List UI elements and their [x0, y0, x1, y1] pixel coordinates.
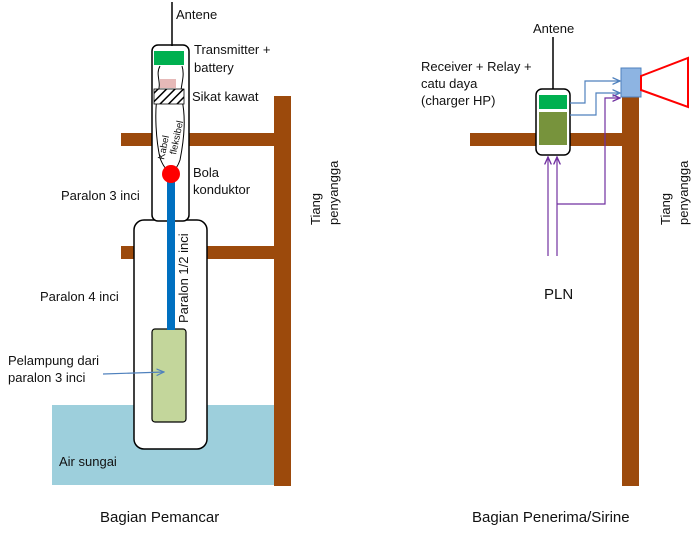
transmitter-battery [160, 79, 176, 88]
left-antenna-label: Antene [176, 7, 217, 22]
receiver-caption: Bagian Penerima/Sirine [472, 509, 630, 526]
cable-label-line1: Kabel [156, 135, 172, 161]
transmitter-label-line2: battery [194, 60, 234, 75]
right-pole-label-line2: penyangga [676, 160, 691, 225]
receiver-label-line2: catu daya [421, 76, 478, 91]
siren-horn-icon [640, 56, 689, 109]
relay-power-module [539, 112, 567, 145]
transmitter-label-line1: Transmitter + [194, 42, 270, 57]
siren-wire-2 [570, 93, 620, 116]
power-wire-siren [557, 98, 620, 205]
right-antenna-label: Antene [533, 21, 574, 36]
right-pole-label-line1: Tiang [658, 193, 673, 225]
float-3-inch [151, 328, 187, 423]
right-support-pole [622, 96, 639, 486]
water-label: Air sungai [59, 454, 117, 469]
rod-label: Paralon 1/2 inci [176, 233, 191, 323]
receiver-label-line1: Receiver + Relay + [421, 59, 532, 74]
left-support-pole [274, 96, 291, 486]
wire-brush [153, 88, 185, 105]
transmitter-caption: Bagian Pemancar [100, 509, 219, 526]
transmitter-section: Antene Transmitter + battery Sikat kawat… [8, 2, 341, 526]
receiver-section: Antene Receiver + Relay + catu daya (cha… [421, 21, 691, 526]
conductor-ball [162, 165, 180, 183]
float-label-line1: Pelampung dari [8, 353, 99, 368]
ball-label-line2: konduktor [193, 182, 251, 197]
power-label: PLN [544, 286, 573, 303]
pipe-3-inch-label: Paralon 3 inci [61, 188, 140, 203]
receiver-module [539, 95, 567, 109]
siren-wire-1 [570, 81, 620, 104]
float-pointer-arrow [102, 372, 164, 374]
rod-half-inch [167, 176, 175, 330]
left-crossbeam-upper [121, 133, 274, 146]
pipe-4-inch-label: Paralon 4 inci [40, 289, 119, 304]
siren-base [620, 67, 642, 98]
left-pole-label-line1: Tiang [308, 193, 323, 225]
transmitter-module [154, 51, 184, 65]
left-pole-label-line2: penyangga [326, 160, 341, 225]
receiver-label-line3: (charger HP) [421, 93, 495, 108]
ball-label-line1: Bola [193, 165, 220, 180]
float-label-line2: paralon 3 inci [8, 370, 85, 385]
wire-brush-label: Sikat kawat [192, 89, 259, 104]
